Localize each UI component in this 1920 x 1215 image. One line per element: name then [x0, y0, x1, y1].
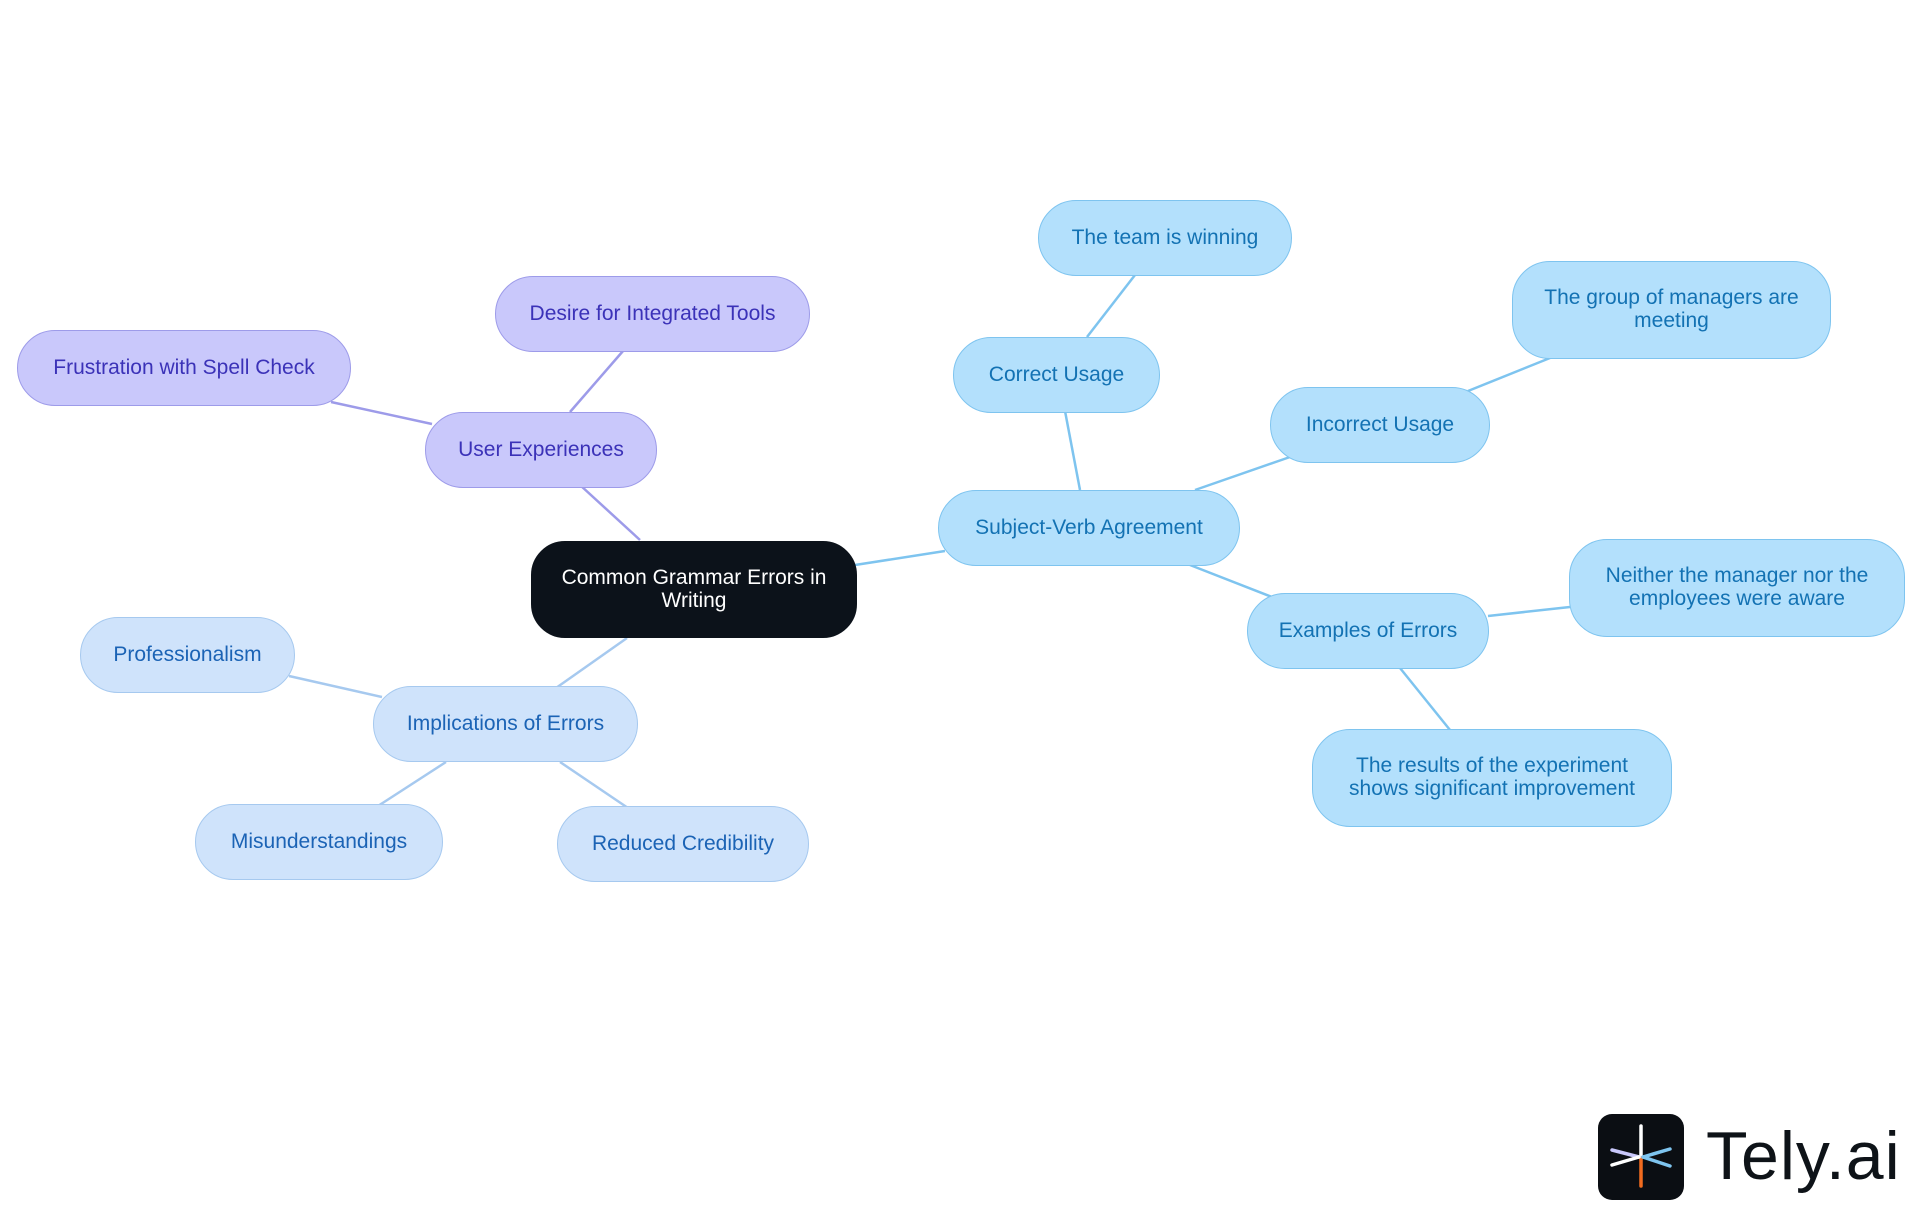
node-label: The group of managers are meeting [1544, 286, 1799, 332]
node-user-experiences[interactable]: User Experiences [425, 412, 657, 488]
edge-sva-incorrect-usage [1194, 455, 1291, 492]
node-label: Frustration with Spell Check [53, 355, 315, 379]
node-label: Examples of Errors [1278, 618, 1458, 642]
node-desire-integrated-tools[interactable]: Desire for Integrated Tools [495, 276, 810, 352]
node-label: Incorrect Usage [1305, 412, 1455, 436]
node-group-managers[interactable]: The group of managers are meeting [1512, 261, 1831, 359]
edge-root-user-experiences [579, 484, 641, 541]
node-implications-of-errors[interactable]: Implications of Errors [373, 686, 638, 762]
node-subject-verb-agreement[interactable]: Subject-Verb Agreement [938, 490, 1240, 566]
node-results-experiment[interactable]: The results of the experiment shows sign… [1312, 729, 1672, 827]
node-label: The team is winning [1071, 225, 1259, 249]
edge-user-experiences-frustration-spell-check [330, 400, 433, 426]
node-incorrect-usage[interactable]: Incorrect Usage [1270, 387, 1490, 463]
node-label: Implications of Errors [406, 711, 605, 735]
node-neither-manager[interactable]: Neither the manager nor the employees we… [1569, 539, 1905, 637]
edge-root-implications-of-errors [555, 636, 628, 690]
edge-examples-neither-manager [1487, 605, 1571, 618]
node-correct-usage[interactable]: Correct Usage [953, 337, 1160, 413]
node-team-winning[interactable]: The team is winning [1038, 200, 1292, 276]
root-node[interactable]: Common Grammar Errors in Writing [531, 541, 857, 638]
edge-implications-misunderstandings [377, 760, 447, 808]
node-label: Professionalism [113, 642, 262, 666]
node-misunderstandings[interactable]: Misunderstandings [195, 804, 443, 880]
brand-logo: Tely.ai [1598, 1112, 1900, 1202]
node-label: Subject-Verb Agreement [975, 515, 1203, 539]
node-label: Reduced Credibility [591, 831, 775, 855]
edge-incorrect-usage-group-managers [1467, 356, 1551, 393]
node-frustration-spell-check[interactable]: Frustration with Spell Check [17, 330, 351, 406]
edge-correct-usage-team-winning [1086, 274, 1136, 338]
edge-user-experiences-desire-integrated-tools [569, 350, 624, 413]
node-label: The results of the experiment shows sign… [1349, 754, 1635, 800]
edge-sva-examples-of-errors [1189, 563, 1273, 599]
edge-implications-professionalism [288, 674, 383, 699]
edge-implications-reduced-credibility [559, 760, 629, 810]
edge-root-subject-verb-agreement [854, 549, 946, 567]
root-label: Common Grammar Errors in Writing [561, 565, 827, 612]
node-label: User Experiences [458, 437, 624, 461]
node-label: Neither the manager nor the employees we… [1605, 564, 1869, 610]
edge-sva-correct-usage [1063, 410, 1082, 491]
edge-examples-results-experiment [1399, 667, 1451, 731]
node-label: Correct Usage [988, 362, 1125, 386]
node-reduced-credibility[interactable]: Reduced Credibility [557, 806, 809, 882]
node-professionalism[interactable]: Professionalism [80, 617, 295, 693]
brand-name: Tely.ai [1706, 1118, 1901, 1194]
node-label: Misunderstandings [230, 829, 408, 853]
tely-logo-icon [1598, 1114, 1684, 1200]
node-examples-of-errors[interactable]: Examples of Errors [1247, 593, 1489, 669]
node-label: Desire for Integrated Tools [529, 301, 776, 325]
